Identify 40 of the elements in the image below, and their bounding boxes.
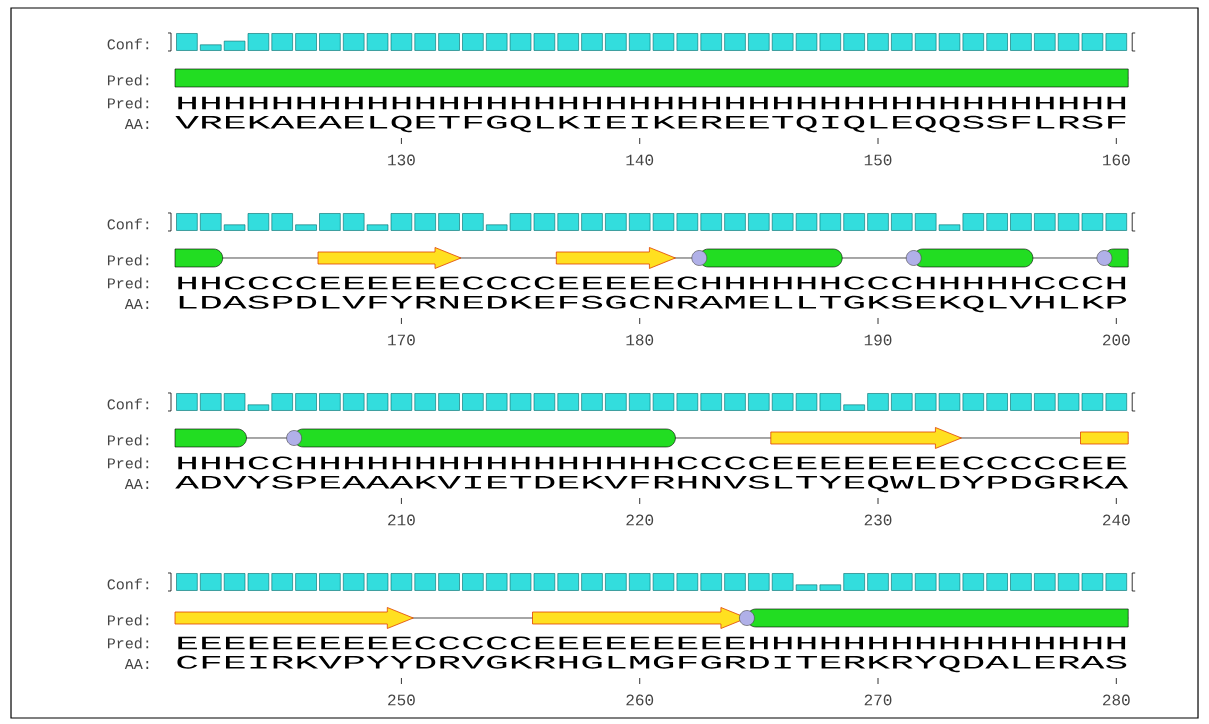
sequence-text: VREKAEAELQETFGQLKIEIKEREETQIQLEQQSSFLRSF: [175, 115, 1126, 133]
residue-number: 180: [626, 334, 654, 346]
sequence-text: LDASPDLVFYRNEDKEFSGCNRAMELLTGKSEKQLVHLKP: [179, 295, 1127, 313]
sequence-text: HHHCCHHHHHHHHHHHHHHHHCCCCEEEEEEEECCCCCEE: [178, 456, 1127, 470]
residue-number: 160: [1103, 154, 1130, 166]
row-label: Pred:: [108, 74, 149, 86]
residue-number: 210: [388, 514, 415, 526]
row-label: Pred:: [108, 434, 149, 446]
sequence-text: HHCCCCEEEEEECCCCEEEEECHHHHHHCCCHHHHHCCCH: [178, 276, 1126, 290]
residue-number: 200: [1103, 334, 1130, 346]
row-label: Conf:: [107, 578, 149, 590]
row-label: AA:: [124, 299, 149, 309]
residue-number: 240: [1103, 514, 1130, 526]
row-label: Conf:: [107, 398, 149, 410]
sequence-text: HHHHHHHHHHHHHHHHHHHHHHHHHHHHHHHHHHHHHHHH: [178, 96, 1126, 110]
residue-number: 220: [626, 514, 654, 526]
row-label: AA:: [124, 119, 149, 129]
residue-number: 150: [864, 154, 892, 166]
residue-number: 190: [864, 334, 892, 346]
row-label: Pred:: [108, 97, 149, 109]
row-label: Pred:: [108, 637, 149, 649]
sequence-text: CFEIRKVPYYDRVGKRHGLMGFGRDITERKRYQDALERAS: [177, 655, 1127, 673]
residue-number: 250: [388, 694, 415, 706]
residue-number: 140: [626, 154, 654, 166]
row-label: Pred:: [108, 277, 149, 289]
row-label: Pred:: [108, 614, 149, 626]
row-label: Pred:: [108, 254, 149, 266]
residue-number: 170: [388, 334, 415, 346]
residue-number: 280: [1103, 694, 1130, 706]
sequence-text: ADVYSPEAAAKVIETDEKVFRHNVSLTYEQWLDYPDGRKA: [175, 475, 1129, 493]
residue-number: 270: [864, 694, 892, 706]
residue-number: 130: [388, 154, 415, 166]
row-label: Conf:: [107, 38, 149, 50]
residue-number: 260: [626, 694, 654, 706]
row-label: AA:: [124, 479, 149, 489]
row-label: Pred:: [108, 457, 149, 469]
sequence-text: EEEEEEEEEECCCCCEEEEEEEEEHHHHHHHHHHHHHHHH: [178, 636, 1126, 650]
row-label: AA:: [124, 659, 149, 669]
residue-number: 230: [864, 514, 892, 526]
row-label: Conf:: [107, 218, 149, 230]
